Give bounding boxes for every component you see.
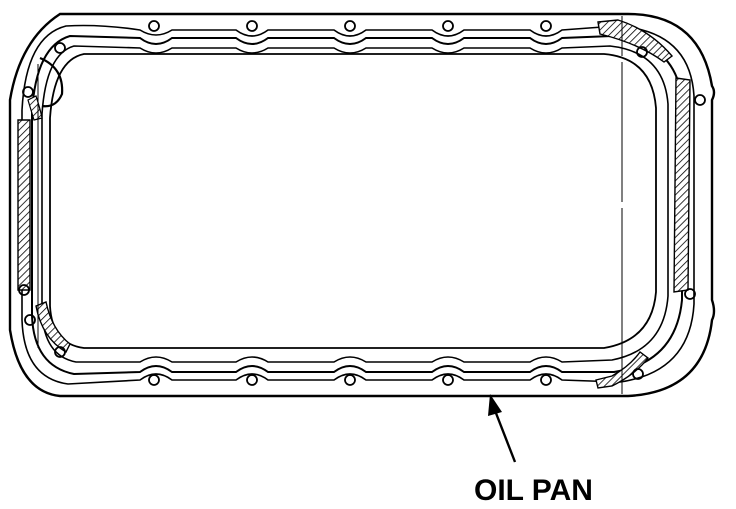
bolt-hole — [246, 374, 258, 386]
callout-arrowhead — [488, 394, 502, 416]
bolt-hole — [148, 374, 160, 386]
bolt-hole — [54, 42, 66, 54]
bolt-hole — [684, 288, 696, 300]
sealant-bead-right — [673, 77, 691, 293]
flange-tab-top-left — [39, 56, 64, 108]
outer-flange-outline — [8, 12, 716, 398]
sealant-bead-top-right — [597, 19, 674, 63]
bolt-hole — [694, 94, 706, 106]
oil-pan-label: OIL PAN — [474, 474, 593, 507]
sealant-bead-left — [17, 119, 31, 291]
bolt-hole — [344, 374, 356, 386]
sealant-bead-bottom-left — [35, 301, 71, 353]
gasket-inner-line — [41, 45, 669, 363]
callout-arrow-line — [492, 407, 517, 463]
bolt-hole — [22, 86, 34, 98]
gasket-outer-line — [31, 34, 683, 376]
bolt-hole — [54, 346, 66, 358]
callout-arrow — [488, 394, 517, 463]
flange-inner-edge — [21, 24, 695, 385]
bolt-hole — [18, 284, 30, 296]
bolt-hole — [246, 20, 258, 32]
bolt-hole — [632, 368, 644, 380]
oil-pan-opening — [49, 53, 657, 349]
bolt-hole — [540, 20, 552, 32]
bolt-hole — [540, 374, 552, 386]
bolt-hole — [148, 20, 160, 32]
bolt-holes — [18, 20, 706, 386]
bolt-hole — [636, 46, 648, 58]
sealant-bead-left-upper — [27, 95, 43, 121]
bolt-hole — [24, 314, 36, 326]
bolt-hole — [344, 20, 356, 32]
bolt-hole — [442, 374, 454, 386]
bolt-hole — [442, 20, 454, 32]
